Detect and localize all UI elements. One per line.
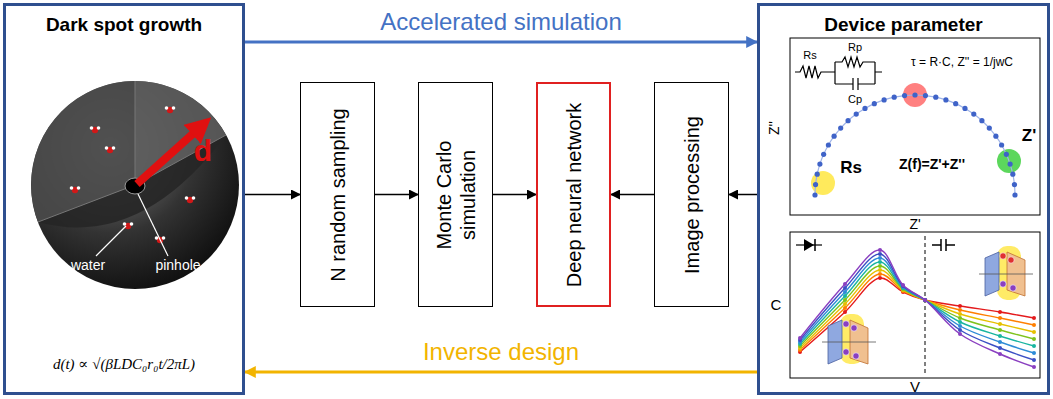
dark-spot-sphere — [31, 81, 239, 289]
leader-line — [96, 226, 126, 256]
panel-title: Device parameter — [760, 14, 1047, 36]
edge-label: Inverse design — [423, 339, 579, 365]
axis-label: C — [771, 297, 782, 314]
impedance-arc — [812, 92, 1017, 197]
formula: τ = R·C, Z'' = 1/jwC — [911, 56, 1013, 69]
panel-title: Dark spot growth — [6, 14, 242, 36]
connector-arrow — [375, 194, 418, 196]
axis-label: Z' — [909, 217, 920, 232]
connector-arrow — [729, 194, 757, 196]
process-box: Image processing — [654, 82, 729, 307]
nyquist-frame — [790, 38, 1040, 215]
connector-arrow — [493, 194, 536, 196]
equivalent-circuit — [795, 57, 882, 90]
water-molecules — [70, 106, 196, 243]
divider-line — [925, 236, 926, 374]
connector-arrow — [245, 41, 757, 44]
highlight-box: Deep neural network — [536, 82, 611, 307]
band-diagrams — [822, 246, 1033, 364]
component-label: Rp — [848, 41, 862, 53]
box-label: Image processing — [680, 95, 704, 295]
connector-arrow — [245, 194, 300, 196]
formula: d(t) ∝ √(βLDC₀r₀t/2πL) — [53, 356, 195, 373]
diode-symbol — [796, 239, 822, 251]
process-box: N random sampling — [300, 82, 375, 307]
part-label: water — [71, 258, 105, 273]
dimension-label: d — [194, 134, 212, 167]
edge-label: Accelerated simulation — [380, 9, 621, 35]
parameter-label: Z' — [1022, 127, 1036, 146]
parameter-label: Rs — [840, 159, 862, 178]
box-label: Deep neural network — [562, 95, 586, 295]
cv-frame — [790, 232, 1040, 378]
connector-arrow — [245, 371, 757, 374]
formula: Z(f)=Z'+Z'' — [899, 157, 965, 172]
component-label: Cp — [848, 93, 862, 105]
process-box: Monte Carlo simulation — [418, 82, 493, 307]
capacitor-symbol — [932, 239, 955, 251]
part-label: pinhole — [155, 258, 200, 273]
box-label: Monte Carlo simulation — [432, 95, 480, 295]
axis-label: Z'' — [767, 121, 782, 135]
leader-line — [138, 194, 168, 256]
component-label: Rs — [803, 49, 816, 61]
connector-arrow — [611, 194, 654, 196]
radius-arrow — [137, 131, 196, 184]
axis-label: V — [910, 379, 920, 396]
section-panel: Dark spot growth — [3, 3, 245, 395]
box-label: N random sampling — [326, 95, 350, 295]
